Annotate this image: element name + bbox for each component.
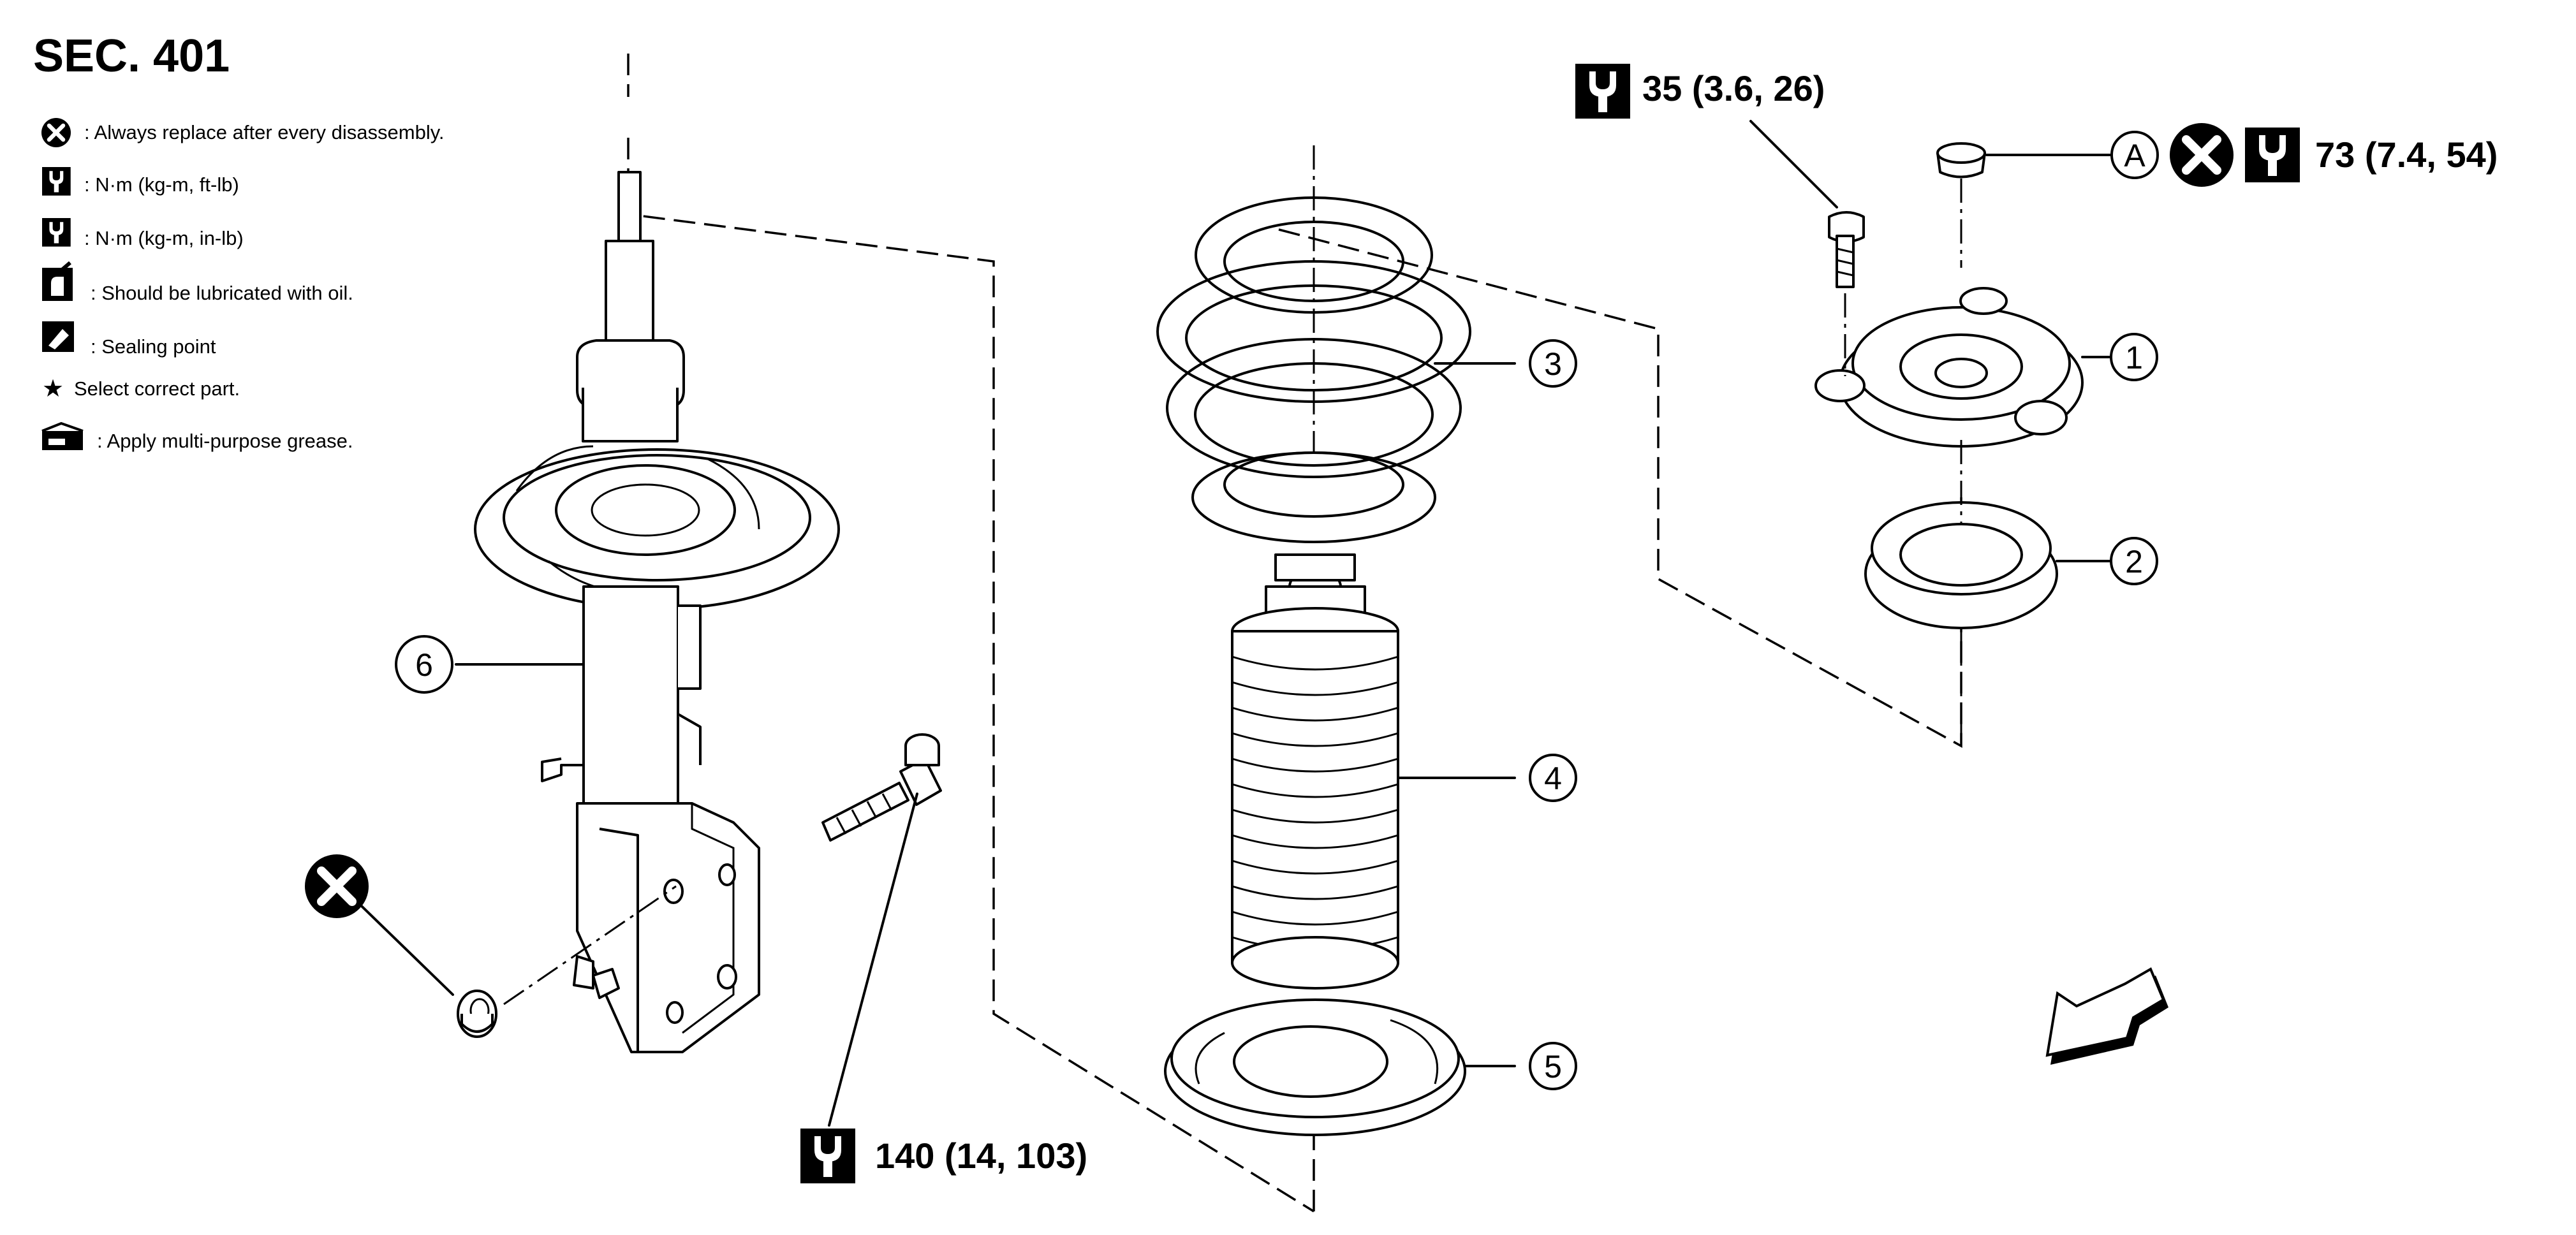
torque-wrench-icon bbox=[1575, 64, 1630, 119]
callout-1: 1 bbox=[2110, 333, 2158, 381]
mount-bolt bbox=[1828, 211, 1865, 376]
grease-icon bbox=[41, 421, 84, 450]
oil-can-icon bbox=[42, 261, 73, 301]
legend-torque-ftlb: : N·m (kg-m, ft-lb) bbox=[84, 173, 239, 196]
nut-replace-icon bbox=[305, 854, 369, 918]
svg-text:A: A bbox=[2124, 138, 2145, 173]
legend-torque-inlb: : N·m (kg-m, in-lb) bbox=[84, 227, 244, 249]
svg-text:4: 4 bbox=[1544, 761, 1562, 796]
torque-wrench-icon bbox=[800, 1129, 855, 1183]
section-title: SEC. 401 bbox=[33, 31, 230, 82]
knuckle-bolt bbox=[821, 733, 942, 842]
leader-lines bbox=[455, 120, 2119, 1127]
legend-lubricate: : Should be lubricated with oil. bbox=[91, 282, 353, 304]
callout-6: 6 bbox=[395, 635, 453, 694]
svg-text:2: 2 bbox=[2125, 544, 2143, 580]
legend-grease: : Apply multi-purpose grease. bbox=[97, 430, 353, 452]
torque-top-nut: 73 (7.4, 54) bbox=[2315, 135, 2498, 175]
legend-sealing: : Sealing point bbox=[91, 335, 216, 358]
top-nut-replace-icon bbox=[2170, 123, 2234, 187]
top-nut bbox=[1936, 142, 1986, 179]
sealing-point-icon bbox=[42, 321, 74, 352]
coil-spring bbox=[1156, 145, 1471, 543]
torque-knuckle-bolt: 140 (14, 103) bbox=[875, 1136, 1087, 1176]
lower-spring-seat bbox=[1164, 998, 1466, 1136]
torque-wrench-icon bbox=[42, 167, 71, 196]
svg-text:3: 3 bbox=[1544, 346, 1562, 382]
legend-select-part: Select correct part. bbox=[74, 377, 240, 400]
torque-mount-bolt: 35 (3.6, 26) bbox=[1642, 68, 1825, 108]
legend-always-replace: : Always replace after every disassembly… bbox=[84, 121, 445, 143]
svg-text:1: 1 bbox=[2125, 340, 2143, 376]
torque-wrench-icon bbox=[2245, 128, 2300, 182]
star-icon: ★ bbox=[42, 374, 64, 402]
front-direction-arrow-icon bbox=[2045, 967, 2168, 1065]
callout-2: 2 bbox=[2110, 537, 2158, 585]
legend: : Always replace after every disassembly… bbox=[41, 118, 445, 452]
torque-wrench-small-icon bbox=[42, 218, 71, 247]
callout-4: 4 bbox=[1529, 754, 1577, 802]
knuckle-nut bbox=[457, 990, 497, 1038]
svg-text:5: 5 bbox=[1544, 1049, 1562, 1085]
svg-text:6: 6 bbox=[415, 647, 433, 683]
bound-bumper-boot bbox=[1231, 553, 1399, 990]
callout-5: 5 bbox=[1529, 1042, 1577, 1090]
reference-a: A bbox=[2110, 131, 2159, 179]
always-replace-icon bbox=[41, 118, 71, 147]
mount-bearing bbox=[1864, 440, 2058, 746]
callout-3: 3 bbox=[1529, 339, 1577, 388]
strut-assembly bbox=[474, 171, 840, 1053]
nut-leader bbox=[343, 888, 454, 996]
nut-center-line bbox=[503, 885, 677, 1005]
strut-mount-insulator bbox=[1814, 179, 2084, 448]
